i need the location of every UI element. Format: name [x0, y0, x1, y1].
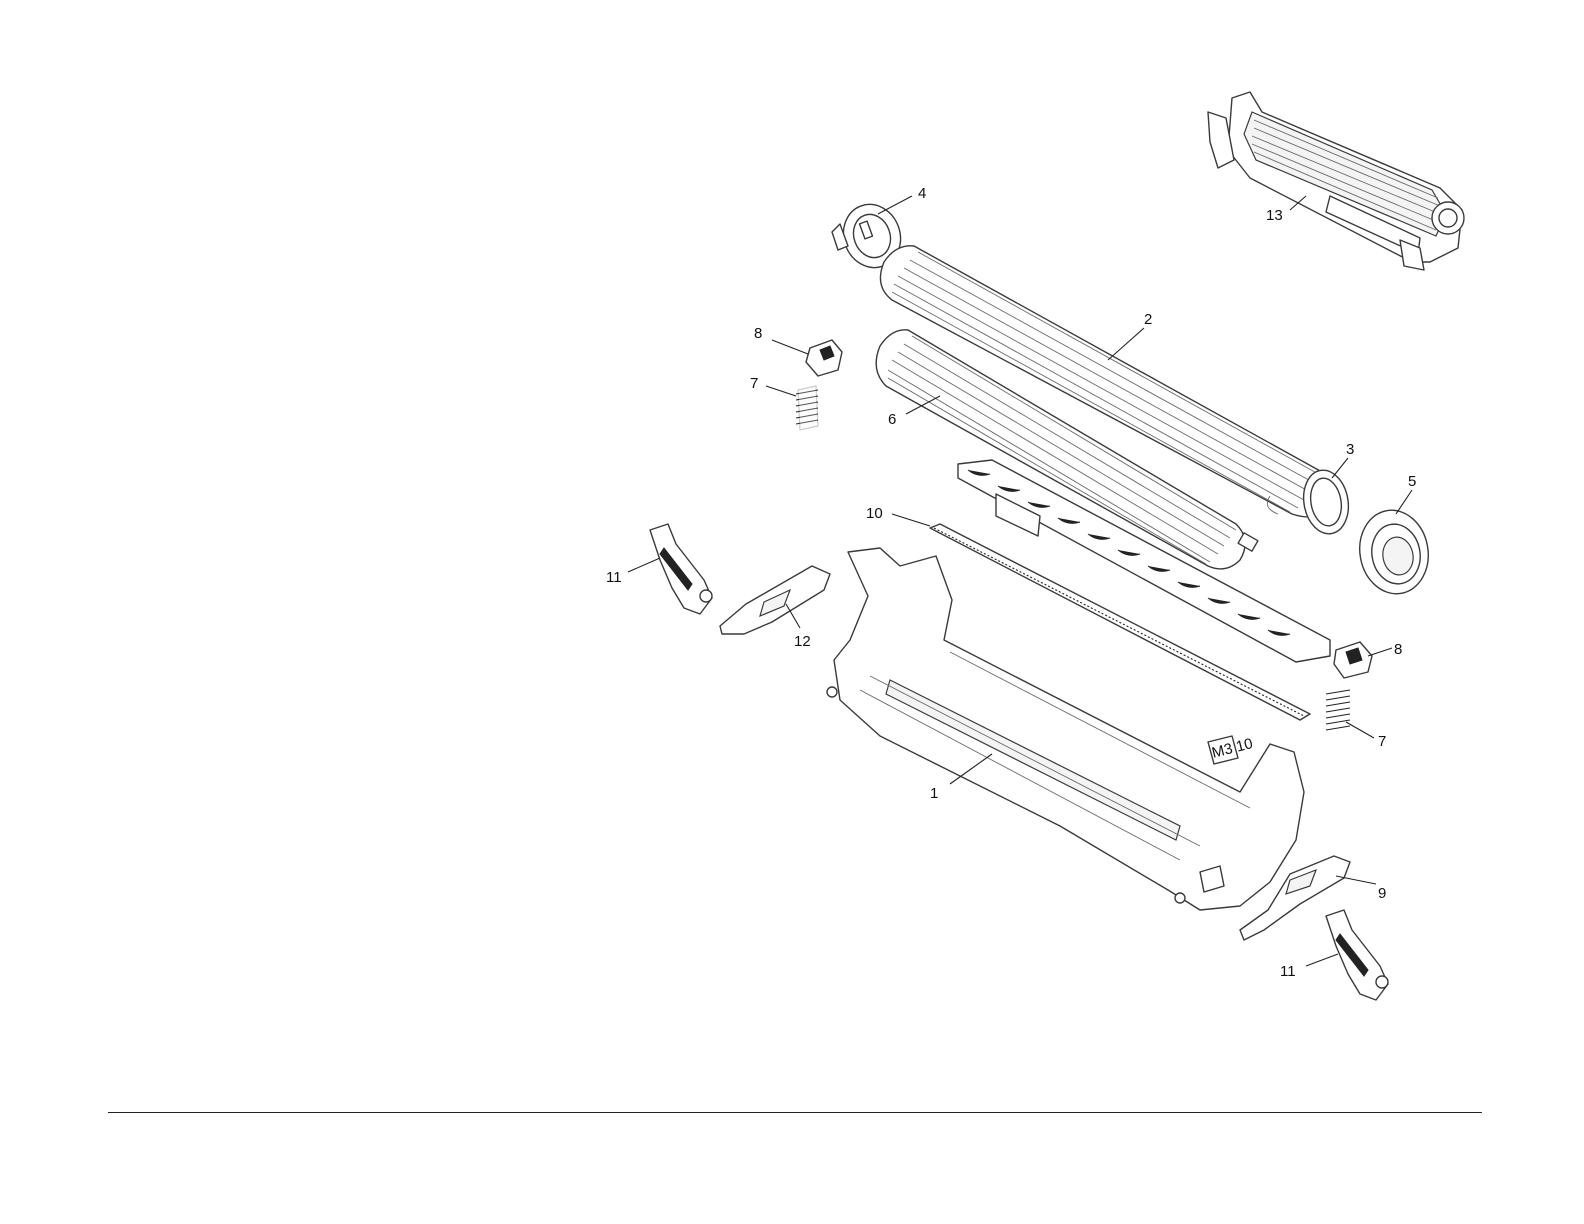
- leader-8b: [1368, 648, 1392, 656]
- footer-rule: [108, 1112, 1482, 1113]
- callout-2: 2: [1144, 311, 1152, 328]
- callout-7a: 7: [750, 375, 758, 392]
- callout-4: 4: [918, 185, 926, 202]
- callout-1: 1: [930, 785, 938, 802]
- callout-9: 9: [1378, 885, 1386, 902]
- callout-10: 10: [866, 505, 883, 522]
- leader-8a: [772, 340, 808, 354]
- callout-5: 5: [1408, 473, 1416, 490]
- leader-7b: [1346, 722, 1374, 738]
- part-12-bracket: [720, 566, 830, 634]
- callout-8a: 8: [754, 325, 762, 342]
- leader-10: [892, 514, 930, 526]
- part-8-holder-upper: [806, 340, 842, 376]
- callout-8b: 8: [1394, 641, 1402, 658]
- part-8-holder-right: [1334, 642, 1372, 678]
- leader-11b: [1306, 954, 1338, 966]
- part-13-assembled-unit: [1208, 92, 1464, 270]
- leader-3: [1332, 458, 1348, 478]
- callout-13: 13: [1266, 207, 1283, 224]
- callout-6: 6: [888, 411, 896, 428]
- leader-11a: [628, 558, 660, 572]
- part-7-spring-right: [1326, 690, 1350, 730]
- callout-11a: 11: [606, 569, 622, 586]
- leader-4: [878, 196, 912, 214]
- callout-12: 12: [794, 633, 811, 650]
- leader-7a: [766, 386, 796, 396]
- part-7-spring-upper: [796, 386, 818, 430]
- leader-2: [1108, 328, 1144, 360]
- part-5-bearing: [1353, 505, 1435, 600]
- leader-9: [1336, 876, 1376, 884]
- part-11-lever-left: [650, 524, 712, 614]
- leader-5: [1396, 490, 1412, 514]
- callout-3: 3: [1346, 441, 1354, 458]
- callout-11b: 11: [1280, 963, 1296, 980]
- callout-7b: 7: [1378, 733, 1386, 750]
